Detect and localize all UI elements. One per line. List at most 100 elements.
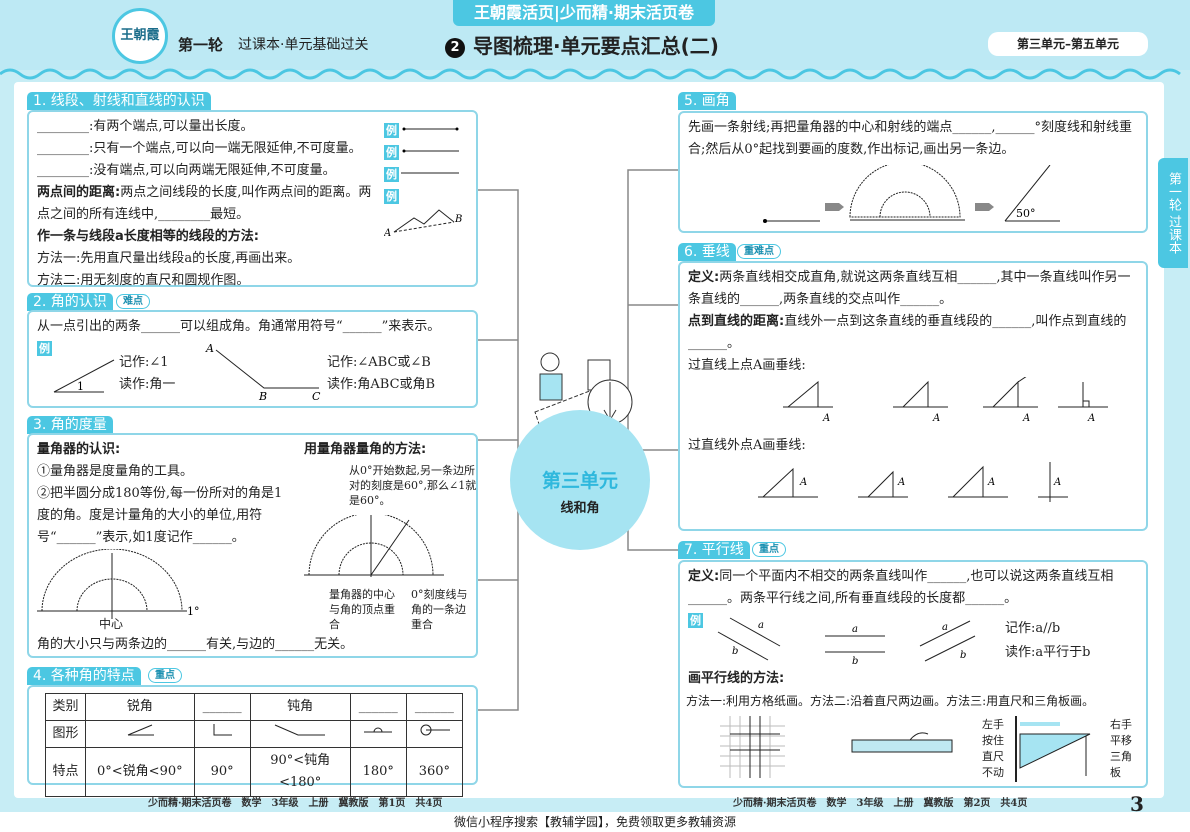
table-row: 图形 [44,720,464,748]
key-point-tag: 重点 [148,668,182,683]
line-a-label: a [942,622,948,633]
perpendicular-def: 定义:两条直线相交成直角,就说这两条直线互相______,其中一条直线叫作另一条… [688,267,1138,311]
promo-banner: 微信小程序搜索【教辅学园】，免费领取更多教辅资源 [0,812,1190,832]
draw-parallel-heading: 画平行线的方法: [688,671,785,686]
segment-line: ________:有两个端点,可以量出长度。 [37,119,254,134]
angle-abc-reading: 读作:角ABC或角B [327,377,436,392]
table-cell: 类别 [44,693,87,721]
left-hand-caption: 左手按住直尺不动 [982,718,1004,779]
line-a-label: a [758,620,764,631]
unit-name: 第三单元 [541,470,618,492]
round-label: 第一轮 [178,36,224,54]
angle-1-reading: 读作:角一 [119,377,176,392]
table-cell: ______ [193,693,251,721]
line-b-label: b [732,646,738,657]
draw-angle-steps: 先画一条射线;再把量角器的中心和射线的端点______,______°刻度线和射… [688,120,1133,157]
parallel-def: 定义:同一个平面内不相交的两条直线叫作______,也可以说这两条直线互相___… [688,566,1138,610]
triangle-ruler-figure [1015,716,1091,782]
angle-def: 从一点引出的两条______可以组成角。角通常用符号“______”来表示。 [37,319,441,334]
point-b-label: B [454,214,462,225]
footer-right: 少而精·期末活页卷 数学 3年级 上册 冀教版 第2页 共4页 [733,798,1028,809]
unit-center-node: 第三单元 线和角 [510,410,650,550]
table-cell: 0°<锐角<90° [85,747,195,797]
method-1: 方法一:先用直尺量出线段a的长度,再画出来。 [37,251,301,266]
table-cell: 钝角 [249,693,351,721]
method-on-line: 过直线上点A画垂线: [688,358,806,373]
footer-left: 少而精·期末活页卷 数学 3年级 上册 冀教版 第1页 共4页 [148,798,443,809]
table-cell: 360° [405,747,464,797]
section-7-title: 7. 平行线 [678,541,750,559]
point-a-label: A [1022,413,1030,424]
obtuse-angle-figure [249,720,351,748]
definition-label: 定义: [688,270,720,285]
title-number: 2 [445,38,465,58]
acute-angle-figure [85,720,195,748]
protractor-diagram: 1° [37,549,200,619]
line-b-label: b [960,650,966,661]
angle-1-diagram: 1 [53,359,115,393]
point-a-label: A [932,413,940,424]
wave-decoration [0,68,1181,80]
distance-text: 两点之间线段的长度,叫作两点间的距离。两点之间的所有连线中,________最短… [37,185,372,222]
distance-def: 两点间的距离:两点之间线段的长度,叫作两点间的距离。两点之间的所有连线中,___… [37,182,382,226]
section-2-box: 从一点引出的两条______可以组成角。角通常用符号“______”来表示。 例… [27,310,478,408]
angle-abc-notation: 记作:∠ABC或∠B [327,355,431,370]
key-point-tag: 重点 [752,542,786,557]
method-2: 方法二:用无刻度的直尺和圆规作图。 [37,273,250,288]
method-off-line: 过直线外点A画垂线: [688,438,806,453]
section-5-title: 5. 画角 [678,92,736,110]
example-badge: 例 [384,167,399,182]
section-1-box: ________:有两个端点,可以量出长度。 ________:只有一个端点,可… [27,110,478,288]
grid-paper-figure [720,716,785,778]
section-1-title: 1. 线段、射线和直线的认识 [27,92,211,110]
straight-angle-figure [349,720,407,748]
parallel-notation: 记作:a//b [1005,621,1061,636]
table-cell: 90° [193,747,251,797]
brand-tab: 王朝霞活页|少而精·期末活页卷 [453,0,715,26]
ray-example [402,149,459,153]
example-badge: 例 [688,613,703,628]
page-number: 3 [1130,792,1144,816]
section-5-box: 先画一条射线;再把量角器的中心和射线的端点______,______°刻度线和射… [678,111,1148,233]
vertex-label: A [205,342,214,355]
copy-segment-heading: 作一条与线段a长度相等的线段的方法: [37,229,259,244]
line-b-label: b [852,656,858,666]
vertex-label: C [312,390,321,402]
point-a-label: A [384,228,391,238]
table-cell: ______ [405,693,464,721]
example-badge: 例 [384,145,399,160]
table-cell: 90°<钝角<180° [249,747,351,797]
section-7-box: 定义:同一个平面内不相交的两条直线叫作______,也可以说这两条直线互相___… [678,560,1148,788]
section-6-title: 6. 垂线 [678,243,736,261]
straight-line: ________:没有端点,可以向两端无限延伸,不可度量。 [37,163,336,178]
line-example [401,172,459,174]
section-2-title: 2. 角的认识 [27,293,113,311]
round-subtitle: 过课本·单元基础过关 [238,37,369,53]
line-a-label: a [852,624,858,635]
vertex-label: B [258,390,267,402]
angle-1-label: 1 [77,380,84,393]
protractor-fact-1: ①量角器是度量角的工具。 [37,464,194,479]
example-badge: 例 [384,123,399,138]
measuring-heading: 用量角器量角的方法: [304,442,427,457]
caption-center: 量角器的中心与角的顶点重合 [329,588,395,631]
table-cell: 特点 [44,747,87,797]
parallel-reading: 读作:a平行于b [1005,645,1091,660]
difficulty-tag: 难点 [116,294,150,309]
point-a-label: A [897,477,905,488]
point-a-label: A [1087,413,1095,424]
section-3-box: 量角器的认识: ①量角器是度量角的工具。 ②把半圆分成180等份,每一份所对的角… [27,433,478,658]
distance-text: 直线外一点到这条直线的垂直线段的______,叫作点到直线的______。 [688,314,1127,351]
protractor-fact-2: ②把半圆分成180等份,每一份所对的角是1度的角。度是计量角的大小的单位,用符号… [37,486,283,545]
side-tab[interactable]: 第一轮 过课本 [1158,158,1188,268]
measuring-protractor-diagram [304,515,444,577]
right-hand-caption: 右手平移三角板 [1110,718,1132,779]
right-angle-figure [193,720,251,748]
angle-1-notation: 记作:∠1 [119,355,169,370]
table-cell: ______ [349,693,407,721]
fifty-degree-label: 50° [1016,207,1036,220]
definition-label: 定义: [688,569,720,584]
